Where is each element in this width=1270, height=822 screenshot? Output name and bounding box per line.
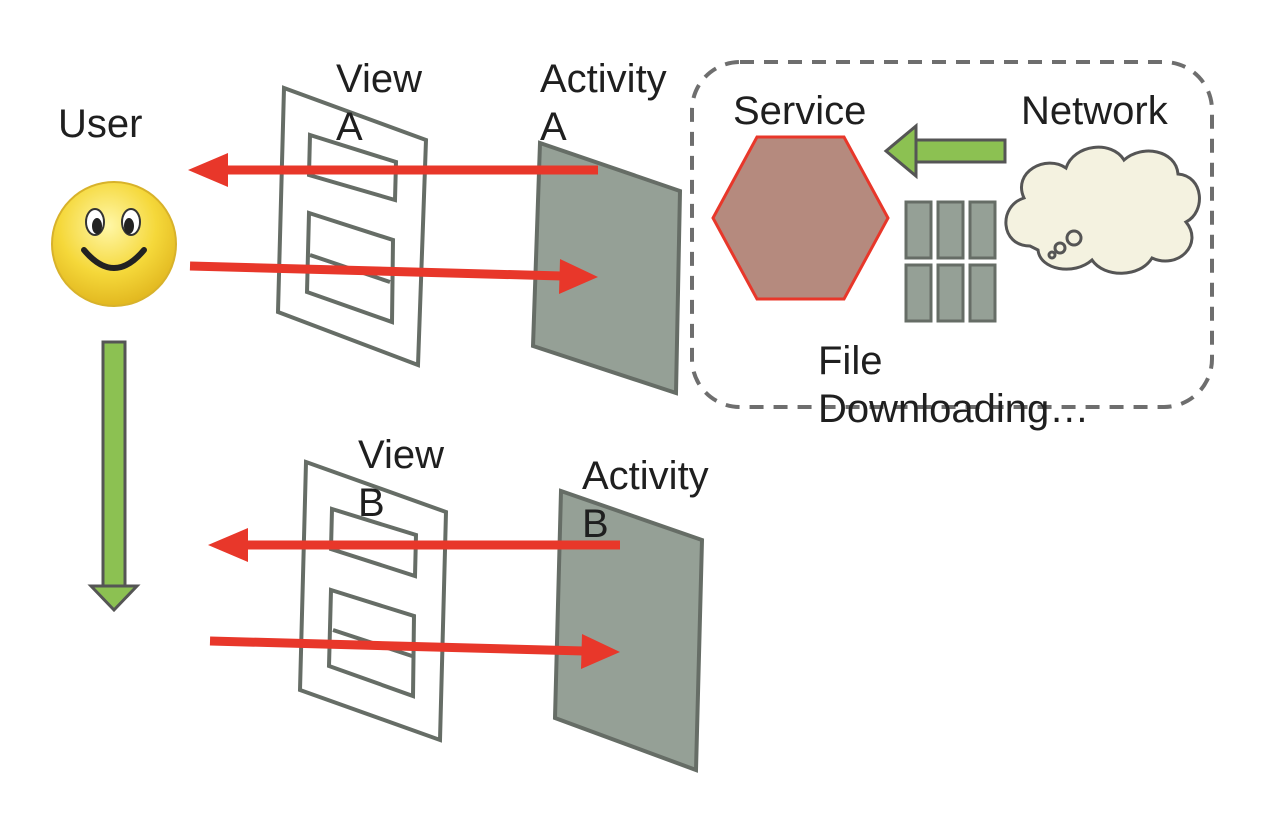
user-label: User bbox=[58, 102, 143, 146]
network-to-service-arrow bbox=[883, 122, 1007, 180]
network-label: Network bbox=[1021, 89, 1168, 133]
arrow-activity-b-to-user bbox=[208, 528, 620, 562]
file-label-line2: Downloading… bbox=[818, 387, 1090, 431]
activity-a-label-line2: A bbox=[540, 105, 567, 149]
service-container-box bbox=[690, 60, 1214, 409]
activity-a-panel bbox=[530, 140, 683, 396]
view-a-label-line1: View bbox=[336, 57, 422, 101]
service-hexagon-icon bbox=[711, 135, 890, 301]
activity-b-panel bbox=[552, 488, 705, 773]
arrow-user-to-activity-b bbox=[209, 634, 620, 669]
service-label: Service bbox=[733, 89, 867, 133]
file-blocks-icon bbox=[904, 200, 997, 323]
file-label-line1: File bbox=[818, 339, 883, 383]
user-smiley-icon bbox=[51, 181, 177, 307]
activity-b-label-line1: Activity bbox=[582, 454, 709, 498]
view-a-label-line2: A bbox=[336, 105, 363, 149]
view-b-frame bbox=[297, 459, 449, 743]
view-b-label-line1: View bbox=[358, 433, 444, 477]
view-b-label-line2: B bbox=[358, 481, 385, 525]
activity-a-label-line1: Activity bbox=[540, 57, 667, 101]
arrow-activity-a-to-user bbox=[188, 153, 598, 187]
arrow-user-to-activity-a bbox=[189, 259, 598, 294]
network-cloud-icon bbox=[1004, 145, 1201, 275]
transition-down-arrow bbox=[87, 340, 141, 613]
activity-b-label-line2: B bbox=[582, 502, 609, 546]
